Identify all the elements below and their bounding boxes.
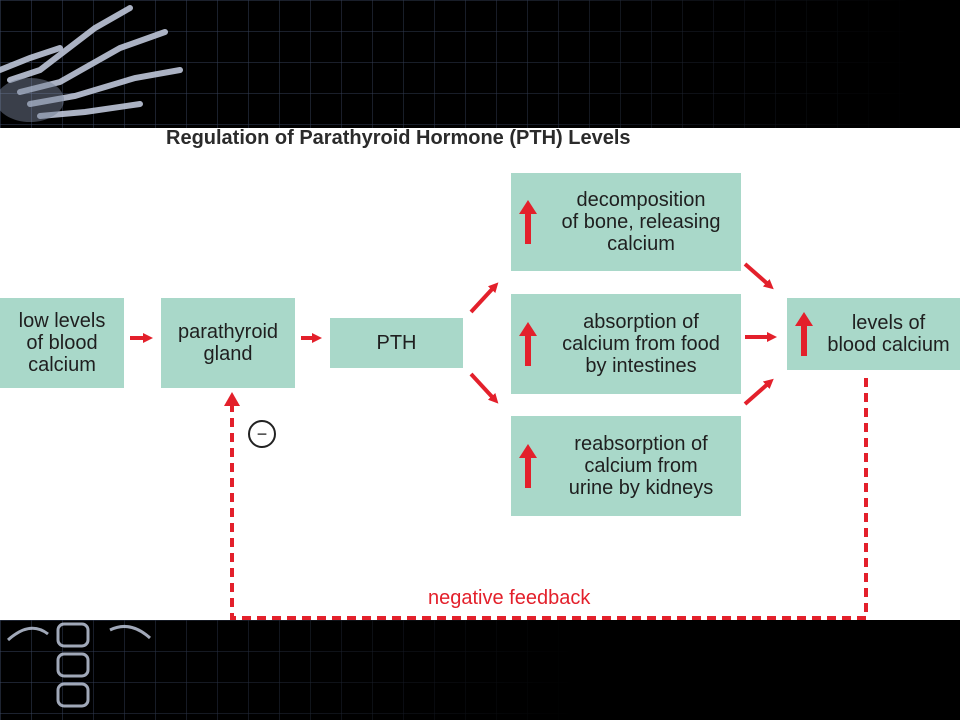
box-kidney-reabsorption: reabsorption of calcium from urine by ki… bbox=[511, 416, 741, 516]
box-low-blood-calcium-label: low levels of blood calcium bbox=[18, 310, 106, 376]
box-bone-decomposition: decomposition of bone, releasing calcium bbox=[511, 173, 741, 271]
box-intestinal-absorption: absorption of calcium from food by intes… bbox=[511, 294, 741, 394]
up-arrow-icon bbox=[795, 312, 813, 356]
box-low-blood-calcium: low levels of blood calcium bbox=[0, 298, 124, 388]
box-blood-calcium-levels: levels of blood calcium bbox=[787, 298, 960, 370]
box-parathyroid-gland-label: parathyroid gland bbox=[177, 321, 279, 365]
minus-circle-icon: − bbox=[248, 420, 276, 448]
header-band bbox=[0, 0, 960, 128]
grid-background bbox=[0, 0, 960, 128]
up-arrow-icon bbox=[519, 322, 537, 366]
xray-spine-illustration bbox=[6, 622, 152, 708]
diagram-panel bbox=[0, 128, 960, 620]
xray-hand-illustration bbox=[0, 5, 183, 122]
box-pth: PTH bbox=[330, 318, 463, 368]
up-arrow-icon bbox=[519, 200, 537, 244]
box-parathyroid-gland: parathyroid gland bbox=[161, 298, 295, 388]
box-pth-label: PTH bbox=[376, 332, 417, 354]
footer-band bbox=[0, 620, 960, 720]
grid-background bbox=[0, 620, 960, 720]
up-arrow-icon bbox=[519, 444, 537, 488]
box-kidney-reabsorption-label: reabsorption of calcium from urine by ki… bbox=[568, 433, 714, 499]
negative-feedback-label: negative feedback bbox=[428, 587, 591, 609]
diagram-title: Regulation of Parathyroid Hormone (PTH) … bbox=[166, 127, 631, 149]
box-intestinal-absorption-label: absorption of calcium from food by intes… bbox=[562, 311, 720, 377]
box-bone-decomposition-label: decomposition of bone, releasing calcium bbox=[561, 189, 721, 255]
box-blood-calcium-levels-label: levels of blood calcium bbox=[827, 312, 950, 356]
